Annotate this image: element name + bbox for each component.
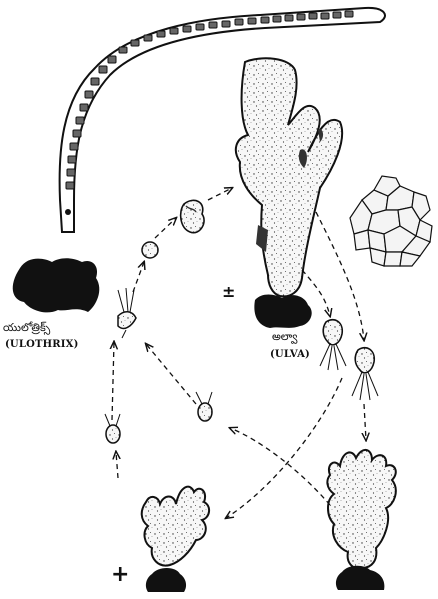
plus-gametophyte-holdfast (146, 568, 186, 592)
ulva-cell-network (350, 176, 432, 266)
plus-gametophyte-thallus (142, 487, 209, 566)
zygote (142, 242, 158, 258)
quadriflagellate-zoospore-2 (352, 348, 378, 400)
minus-gametophyte-thallus (327, 450, 395, 568)
zygote-germination (181, 200, 204, 232)
ulva-latin-label: (ULVA) (270, 349, 310, 360)
gamete-biflagellate-1 (196, 392, 212, 421)
ulva-thallus-main (236, 58, 342, 296)
gamete-fusion (118, 288, 136, 338)
plus-minus-symbol: ± (222, 282, 235, 301)
ulothrix-telugu-label: యులోత్రిక్స్ (3, 321, 50, 337)
minus-gametophyte-holdfast (336, 566, 384, 590)
ulva-holdfast (254, 295, 311, 329)
ulothrix-latin-label: (ULOTHRIX) (5, 339, 79, 350)
ulothrix-holdfast (13, 258, 100, 312)
ulva-telugu-label: అల్వా (272, 330, 297, 346)
quadriflagellate-zoospore-1 (320, 320, 346, 370)
plus-symbol: + (111, 562, 129, 587)
